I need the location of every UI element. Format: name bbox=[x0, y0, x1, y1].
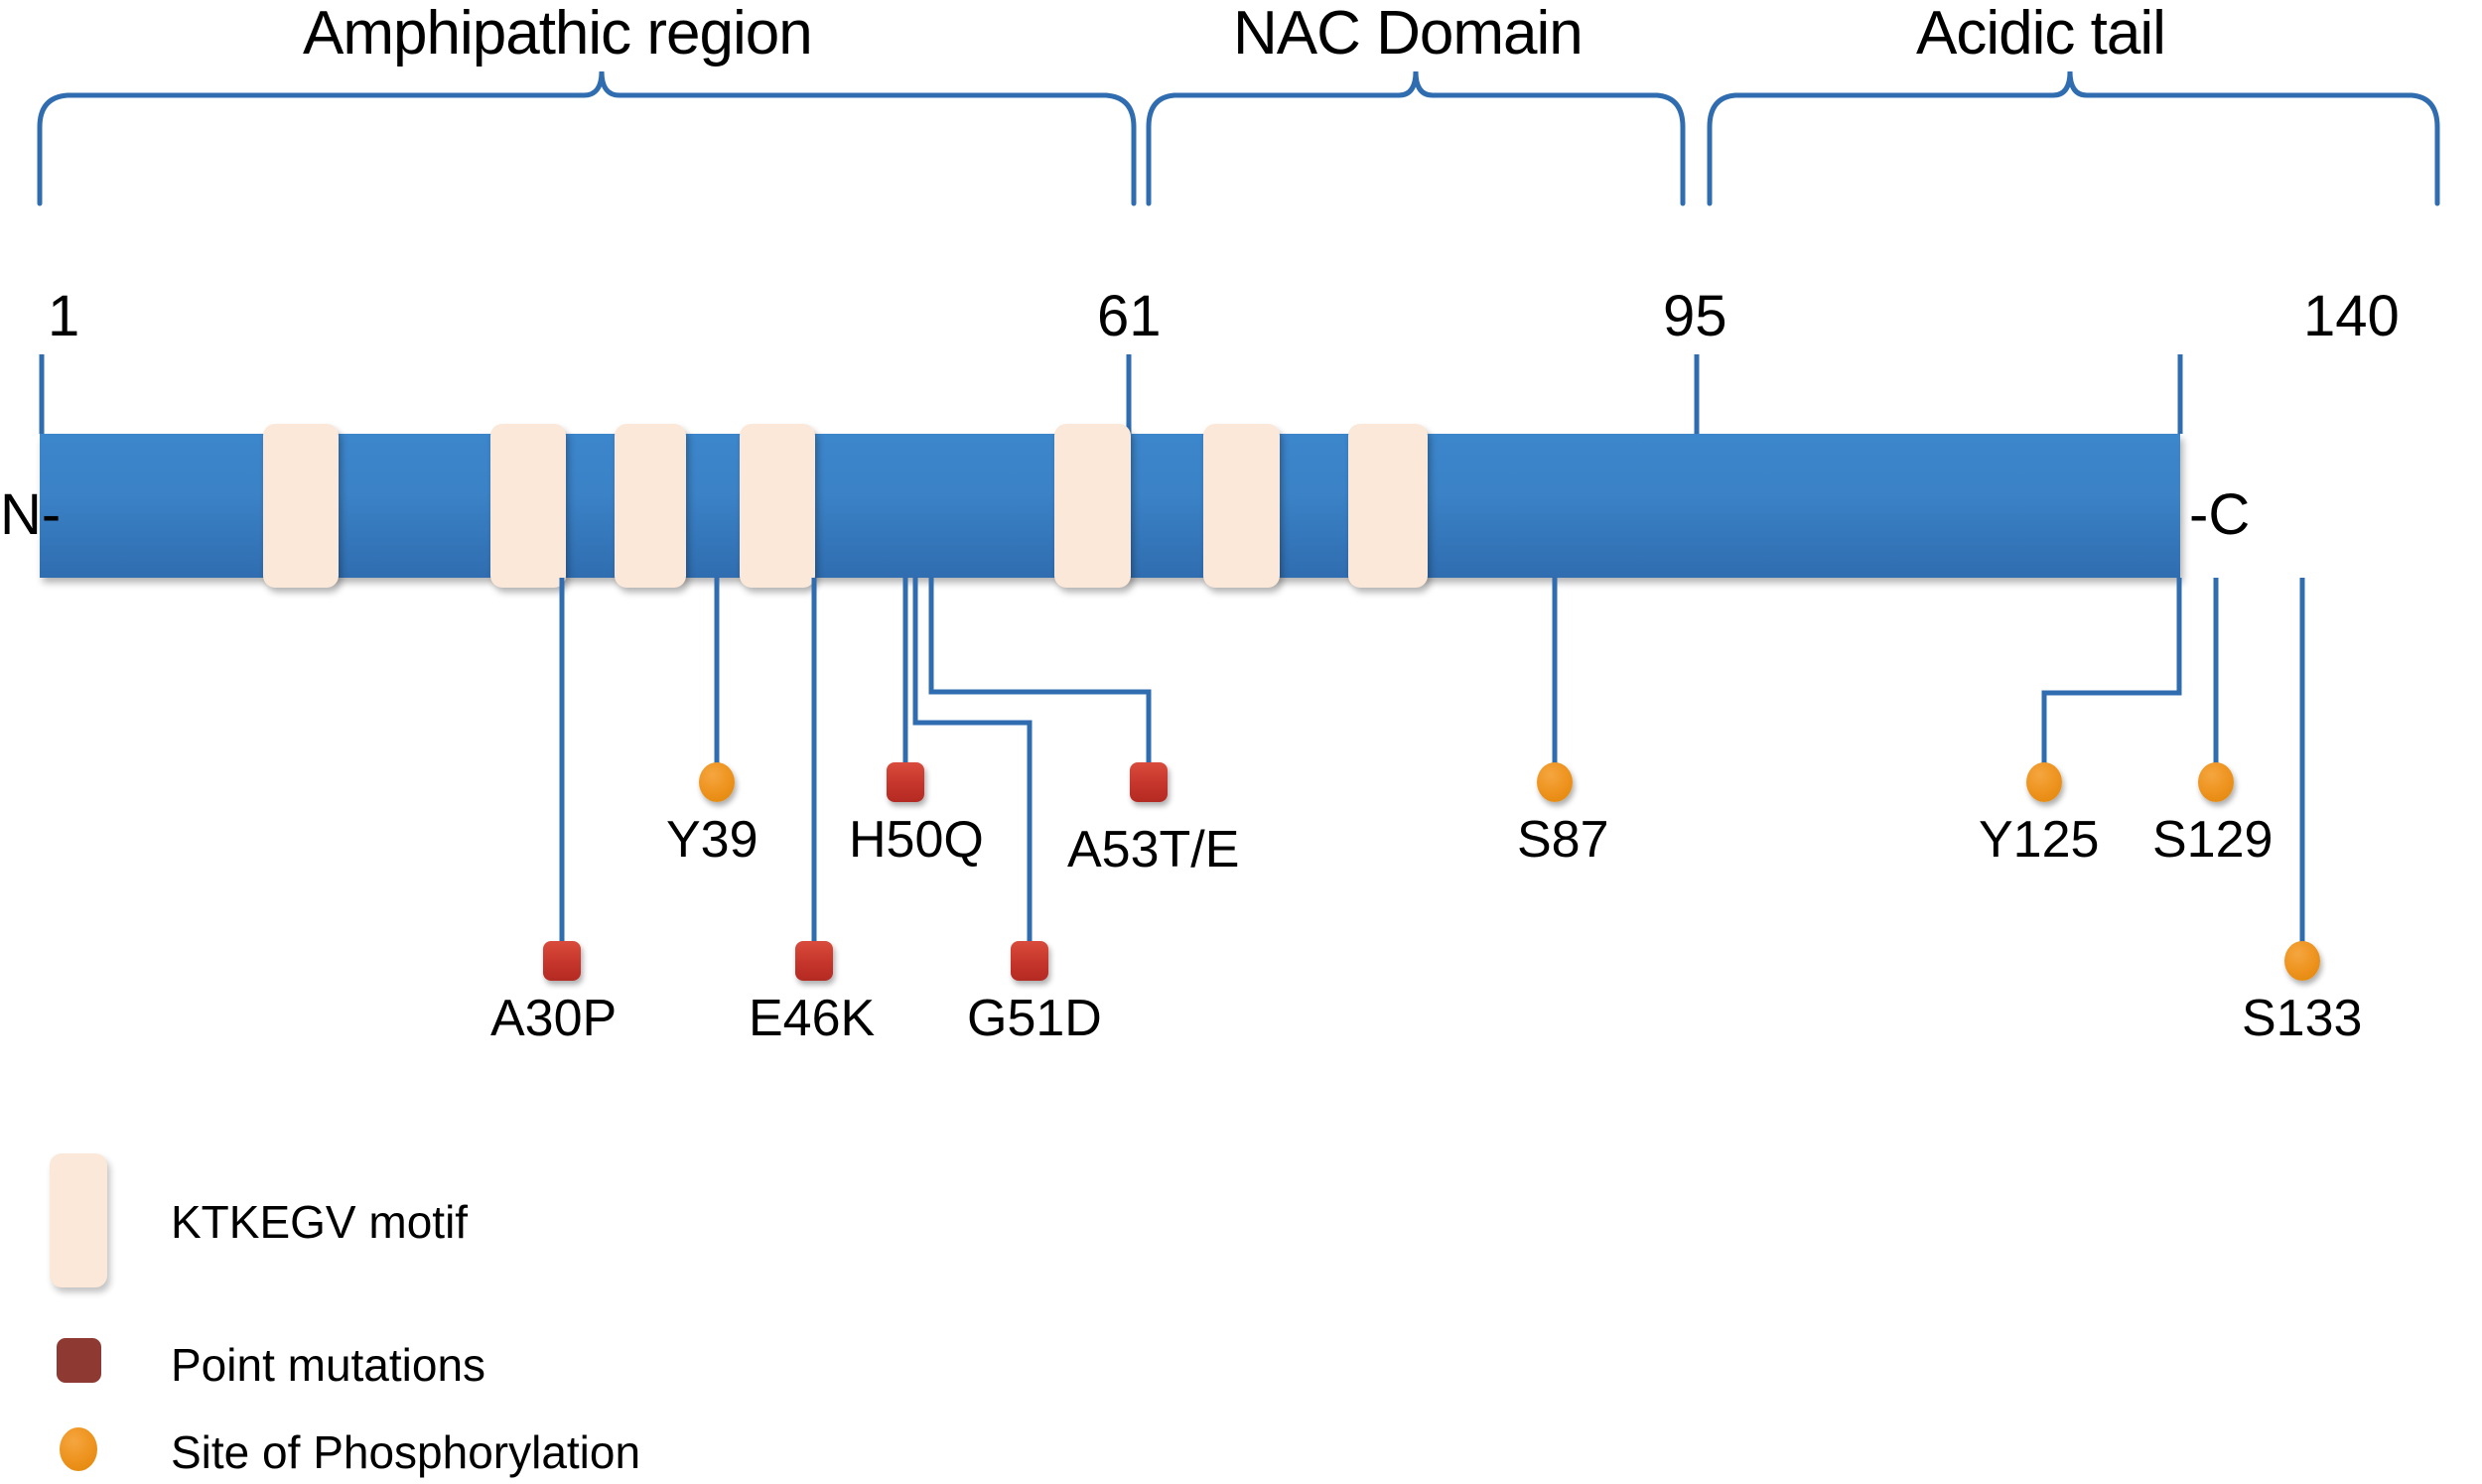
position-label-140: 140 bbox=[2303, 284, 2400, 348]
legend-label-point-mutations: Point mutations bbox=[171, 1339, 486, 1391]
ktkegv-motif-box bbox=[490, 424, 566, 588]
legend-swatch-point-mutations bbox=[57, 1338, 101, 1383]
n-terminus-label: N- bbox=[0, 482, 62, 547]
domain-title-nac: NAC Domain bbox=[1233, 0, 1584, 67]
marker-label-s129: S129 bbox=[2152, 811, 2274, 869]
marker-phosphorylation-y39[interactable] bbox=[699, 762, 735, 802]
marker-point-mutation-a53te[interactable] bbox=[1130, 762, 1168, 802]
leader-line-y125 bbox=[2041, 578, 2182, 776]
ktkegv-motif-box bbox=[740, 424, 815, 588]
marker-label-e46k: E46K bbox=[749, 990, 876, 1047]
legend-label-phosphorylation: Site of Phosphorylation bbox=[171, 1426, 641, 1478]
legend-swatch-ktkegv-motif bbox=[50, 1153, 107, 1287]
marker-label-a53te: A53T/E bbox=[1067, 821, 1240, 878]
marker-phosphorylation-s133[interactable] bbox=[2284, 941, 2320, 981]
ktkegv-motif-box bbox=[615, 424, 686, 588]
brace-acidic bbox=[1707, 70, 2440, 206]
marker-phosphorylation-s129[interactable] bbox=[2198, 762, 2234, 802]
marker-label-y125: Y125 bbox=[1979, 811, 2100, 869]
marker-phosphorylation-y125[interactable] bbox=[2026, 762, 2062, 802]
ktkegv-motif-box bbox=[1348, 424, 1428, 588]
ktkegv-motif-box bbox=[1054, 424, 1131, 588]
position-label-95: 95 bbox=[1663, 284, 1727, 348]
marker-label-s133: S133 bbox=[2242, 990, 2363, 1047]
marker-label-h50q: H50Q bbox=[849, 811, 984, 869]
marker-point-mutation-a30p[interactable] bbox=[543, 941, 581, 981]
position-label-1: 1 bbox=[48, 284, 80, 348]
domain-title-amphipathic: Amphipathic region bbox=[303, 0, 813, 67]
position-label-61: 61 bbox=[1097, 284, 1162, 348]
brace-amphipathic bbox=[37, 70, 1137, 206]
c-terminus-label: -C bbox=[2189, 482, 2251, 547]
marker-phosphorylation-s87[interactable] bbox=[1537, 762, 1573, 802]
marker-point-mutation-g51d[interactable] bbox=[1011, 941, 1048, 981]
legend-label-ktkegv-motif: KTKEGV motif bbox=[171, 1196, 469, 1248]
leader-line-g51d bbox=[912, 578, 1033, 955]
marker-label-a30p: A30P bbox=[490, 990, 618, 1047]
domain-title-acidic: Acidic tail bbox=[1916, 0, 2166, 67]
leader-line-a53te bbox=[928, 578, 1152, 776]
marker-point-mutation-h50q[interactable] bbox=[887, 762, 924, 802]
marker-label-g51d: G51D bbox=[967, 990, 1102, 1047]
marker-label-y39: Y39 bbox=[666, 811, 758, 869]
brace-nac bbox=[1146, 70, 1686, 206]
legend-swatch-phosphorylation bbox=[60, 1427, 97, 1471]
ktkegv-motif-box bbox=[1203, 424, 1280, 588]
ktkegv-motif-box bbox=[263, 424, 339, 588]
marker-label-s87: S87 bbox=[1517, 811, 1609, 869]
marker-point-mutation-e46k[interactable] bbox=[795, 941, 833, 981]
